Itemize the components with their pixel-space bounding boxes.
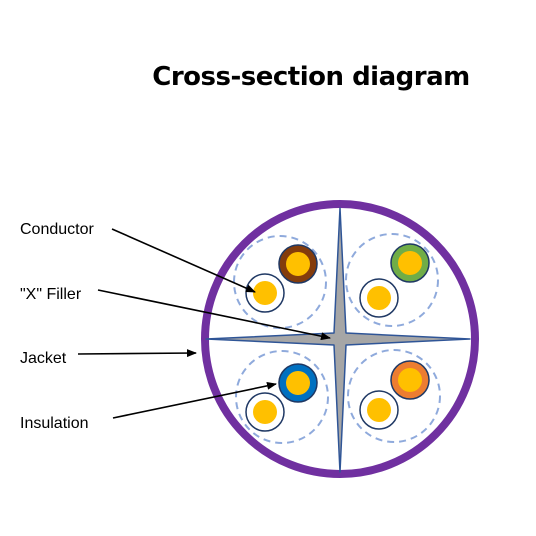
conductor-core — [367, 286, 391, 310]
label-insulation: Insulation — [20, 415, 89, 432]
page-title: Cross-section diagram — [152, 62, 470, 92]
pair-boundary — [235, 350, 329, 444]
label-conductor: Conductor — [20, 221, 94, 238]
conductor-core — [367, 398, 391, 422]
label-x-filler: "X" Filler — [20, 286, 82, 303]
conductor-core — [398, 368, 422, 392]
conductor-core — [398, 251, 422, 275]
twisted-pair-brown — [233, 235, 327, 329]
pair-boundary — [347, 349, 441, 443]
conductor-core — [253, 281, 277, 305]
arrow-jacket — [77, 349, 197, 358]
x-filler — [205, 207, 471, 473]
arrow-x-filler — [97, 289, 331, 341]
twisted-pair-orange — [347, 349, 441, 443]
twisted-pair-blue — [235, 350, 329, 444]
pair-boundary — [345, 233, 439, 327]
twisted-pair-green — [345, 233, 439, 327]
conductor-core — [253, 400, 277, 424]
arrow-insulation — [112, 381, 277, 419]
conductor-core — [286, 371, 310, 395]
conductor-core — [286, 252, 310, 276]
label-jacket: Jacket — [20, 350, 67, 367]
arrow-conductor — [111, 228, 256, 293]
